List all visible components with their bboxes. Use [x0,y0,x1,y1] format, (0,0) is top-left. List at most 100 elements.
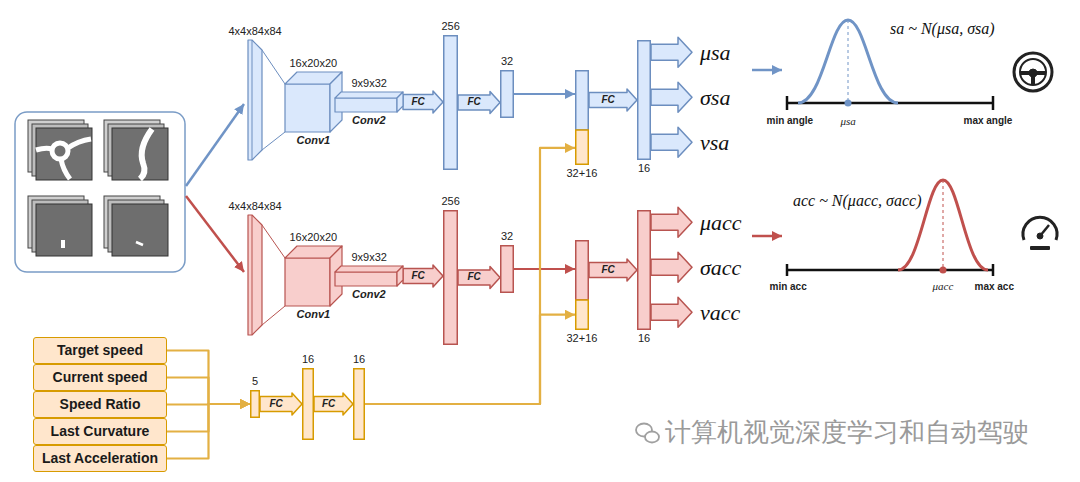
fc-layer-bar: 16 [353,368,365,440]
gaussian-curve [798,20,898,103]
dimension-label: 32+16 [567,167,598,180]
node-outline [285,72,342,132]
node-outline [285,246,342,306]
chat-bubble [645,432,659,443]
gauge-arc [1023,217,1057,240]
output-symbol: σsa [692,85,730,110]
output-arrow [651,82,692,112]
data-arrow [167,404,250,459]
dimension-label: 5 [252,375,258,388]
mean-line [848,20,849,103]
cube-side [397,92,403,112]
node-outline [248,215,262,335]
dimension-label: 9x9x32 [352,77,387,90]
bar-shape [638,211,651,330]
node-outline [443,210,458,345]
output-arrow [651,252,692,282]
layer-name: Conv2 [352,288,386,301]
dimension-label: 32+16 [567,332,598,345]
conv-block: 9x9x32Conv2 [335,92,403,112]
bar-shape [576,241,589,300]
road-frame [112,128,168,180]
cube-front [335,98,397,112]
dimension-label: 32 [501,55,513,68]
fc-label: FC [270,398,283,410]
output-symbol: σacc [692,255,741,280]
output-symbol: vacc [692,300,740,325]
axis-label: max acc [975,281,1014,293]
wechat-icon [636,424,659,443]
layer-name: Conv1 [297,308,331,321]
output-symbol-text: μacc [700,210,742,235]
node-outline [500,70,514,118]
feature-name: Target speed [57,342,143,359]
fc-layer-bar: 256 [443,210,458,345]
dimension-label: 16 [302,353,314,366]
data-arrow [365,315,575,404]
axis-line [787,269,993,272]
bar-shape [444,36,458,170]
bar-shape [638,41,651,160]
input-layer-slab: 4x4x84x84 [248,40,262,160]
node-outline [353,368,365,440]
data-arrow [514,93,575,95]
dimension-label: 16x20x20 [290,231,338,244]
dimension-label: 256 [442,195,460,208]
fc-arrow [458,267,500,289]
input-feature-box: Speed Ratio [33,391,167,418]
output-symbol-text: vsa [700,130,729,155]
input-feature-box: Last Acceleration [33,445,167,472]
fc-layer-bar: 5 [250,390,260,418]
feature-name: Speed Ratio [60,396,141,413]
projection-line [262,132,285,150]
road-frame [36,128,92,180]
conv-block: 16x20x20Conv1 [285,72,342,132]
bar-shape [303,369,314,440]
acceleration-distribution-plot [787,180,993,276]
concat-bar: 32+16 [575,240,589,330]
node-outline [248,40,262,160]
slab-edge [252,40,253,160]
bar-shape [444,211,458,345]
distribution-formula: acc ~ N(μacc, σacc) [793,191,922,210]
fc-arrow [458,92,500,114]
fc-arrow [589,89,637,111]
node-outline [335,92,403,112]
axis-tick [786,264,789,276]
fc-label: FC [602,94,615,106]
road [68,139,91,148]
node-outline [575,70,589,165]
road [140,129,152,179]
layer-name: Conv2 [352,114,386,127]
output-arrow [651,207,692,237]
feature-name: Current speed [53,369,148,386]
slab-edge [252,215,253,335]
axis-tick [992,264,995,276]
car-marker [61,240,65,248]
dimension-label: 4x4x84x84 [229,25,282,38]
fc-layer-bar: 32 [500,245,514,293]
fc-arrow [589,259,637,281]
panel-frame [15,112,185,272]
node-outline [250,390,260,418]
input-layer-slab: 4x4x84x84 [248,215,262,335]
axis-label: max angle [964,115,1013,127]
sample-arrow [752,69,782,72]
mean-line [943,180,944,270]
node-outline [302,368,314,440]
cube-front [335,272,397,286]
fc-label: FC [412,270,425,282]
mean-dot [845,100,852,107]
input-feature-box: Target speed [33,337,167,364]
axis-line [787,102,993,105]
output-symbol-text: σacc [700,255,741,280]
roundabout [52,143,68,159]
gauge-base [1030,246,1050,250]
distribution-formula: sa ~ N(μsa, σsa) [890,19,995,38]
bar-shape [576,71,589,130]
dimension-label: 4x4x84x84 [229,200,282,213]
bar-shape [576,130,589,164]
dimension-label: 16 [638,332,650,345]
bar-shape [251,391,260,418]
steering-wheel-icon [1014,53,1052,91]
